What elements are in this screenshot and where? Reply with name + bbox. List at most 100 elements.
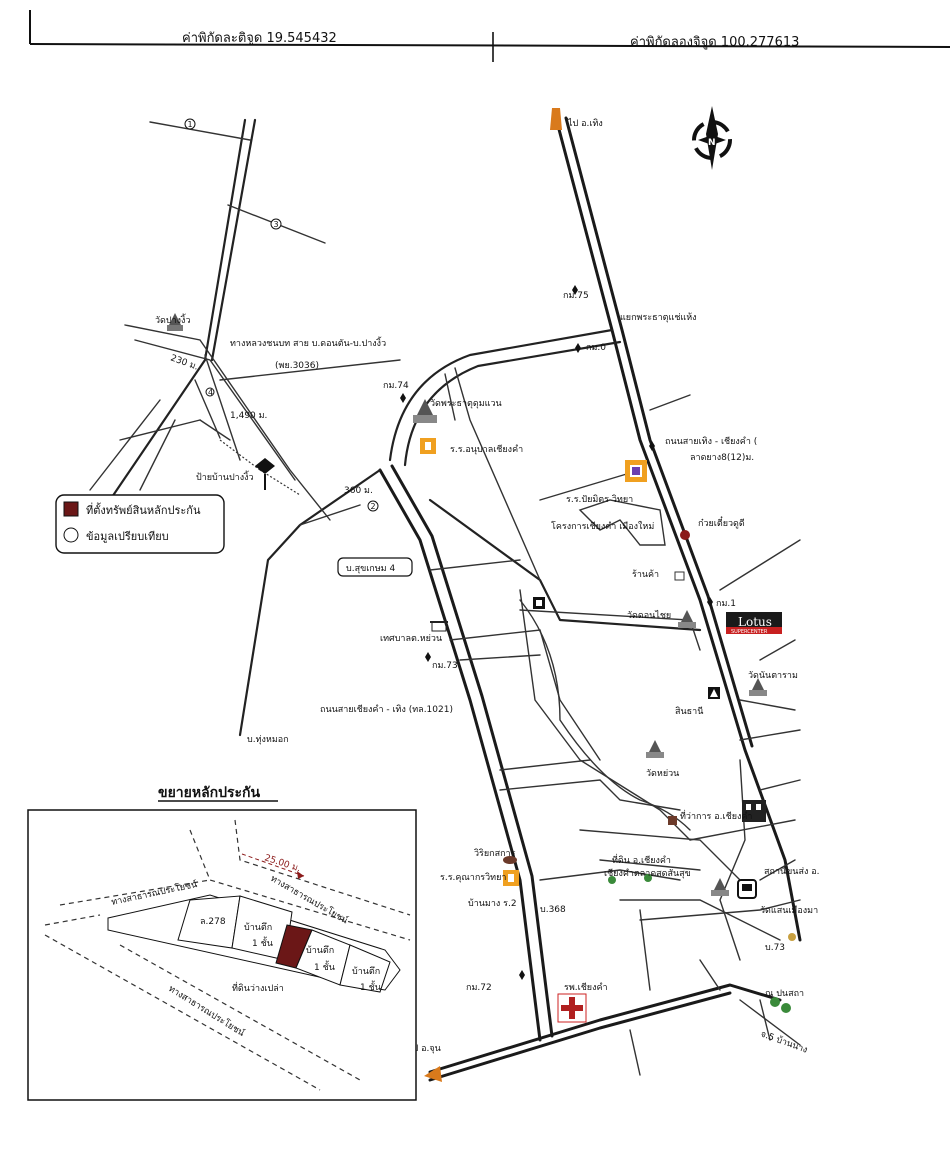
wat-saen-label: วัดแสนเมืองมา (760, 905, 818, 916)
market-label: ที่ดิน อ.เชียงคำ (612, 853, 671, 866)
route-number-3: 3 (270, 218, 282, 230)
temple-icon (167, 313, 183, 331)
km368-label: บ.368 (540, 905, 566, 915)
km72-label: กม.72 (466, 983, 492, 993)
road-network (89, 116, 802, 1082)
to-chun-label: ไป อ.จุน (407, 1043, 441, 1054)
wat-yuan-label: วัดหย่วน (646, 769, 679, 779)
bus-stop-icon (737, 879, 757, 899)
svg-text:3: 3 (274, 220, 279, 229)
km-marker-icon (400, 393, 406, 403)
road-thoeng-label: ถนนสายเทิง - เชียงคำ ( (665, 436, 757, 447)
temple-icon (413, 399, 437, 423)
km-marker-icon (649, 441, 655, 451)
north-letter: N (708, 138, 716, 148)
inset-house-1-line2: 1 ชั้น (252, 936, 273, 949)
school-icon (503, 870, 519, 886)
inset-empty-land: ที่ดินว่างเปล่า (232, 981, 284, 994)
police-icon (503, 856, 517, 864)
school-mittraphap-label: ร.ร.ปัยมิตร วิทยา (566, 494, 633, 505)
svg-text:1: 1 (188, 120, 193, 129)
map-symbols: 1 3 2 4 (167, 108, 796, 1082)
route-number-4: 4 (205, 387, 215, 397)
wat-phrathat-label: วัดพระธาตุดุมแวน (430, 399, 502, 409)
tree-icon (770, 997, 791, 1013)
svg-text:4: 4 (208, 388, 213, 397)
police-label: วิริยกสการ (474, 848, 516, 859)
km-marker-icon (519, 970, 525, 980)
comparable-swatch (63, 527, 79, 543)
rural-road-label: ทางหลวงชนบท สาย บ.ดอนตัน-บ.ปางงิ้ว (230, 336, 386, 349)
landmark-c-icon (533, 597, 545, 609)
wat-pang-ngiw-label: วัดปางงิ้ว (155, 313, 191, 326)
route-number-2: 2 (367, 500, 379, 512)
km-marker-icon (572, 285, 578, 295)
district-office-label: ที่ว่าการ อ.เชียงคำ (680, 809, 752, 822)
km74-label: กม.74 (383, 381, 409, 391)
sukhakasem-label-box: บ.สุขเกษม 4 (337, 557, 413, 577)
market2-label: เชียงคำตลาดสดสันสุข (604, 868, 691, 879)
map-labels: ไป อ.เทิง กม.75 แยกพระธาตุแช่แห้ง กม.0 ก… (155, 118, 819, 1056)
longitude-label: ค่าพิกัดลองจิจูด 100.277613 (630, 35, 799, 50)
inset-plot-278: ล.278 (200, 917, 226, 927)
wat-sri-label: ณ ปนสถา (765, 989, 804, 999)
municipality-label: เทศบาลต.หย่วน (380, 634, 442, 644)
km0-label: กม.0 (586, 343, 606, 353)
tree-icon (608, 874, 652, 884)
collateral-inset: ขยายหลักประกัน 25.00 ม. ทางสาธารณประโยชน… (27, 785, 417, 1101)
svg-text:SUPERCENTER: SUPERCENTER (731, 629, 768, 635)
inset-title: ขยายหลักประกัน (158, 785, 261, 801)
latitude-label: ค่าพิกัดละติจูด 19.545432 (182, 31, 337, 46)
ban-thung-mok-label: บ.ทุ่งหมอก (247, 735, 289, 745)
stadium-label: สถานีขนส่ง อ. (764, 866, 819, 877)
km1-label: กม.1 (716, 599, 736, 609)
legend-collateral-label: ที่ตั้งทรัพย์สินหลักประกัน (86, 502, 201, 517)
school-khunathon-label: ร.ร.คุณากรวิทยา (440, 872, 506, 883)
inset-house-3-line2: 1 ชั้น (360, 980, 381, 993)
ban-73-label: บ.73 (765, 943, 785, 953)
bus-stop-marker-icon (255, 458, 275, 490)
inset-house-1-line1: บ้านตึก (244, 922, 272, 933)
inset-house-2-line1: บ้านตึก (306, 945, 334, 956)
temple-icon (749, 678, 767, 696)
north-arrow-icon: N (692, 106, 732, 170)
km73-label: กม.73 (432, 661, 458, 671)
school-icon (625, 460, 647, 482)
svg-text:บ.สุขเกษม 4: บ.สุขเกษม 4 (346, 564, 395, 574)
government-building-icon (742, 800, 766, 822)
noodle-shop-icon (680, 530, 690, 540)
map-legend: ที่ตั้งทรัพย์สินหลักประกัน ข้อมูลเปรียบเ… (55, 494, 225, 554)
road-1021-label: ถนนสายเชียงคำ - เทิง (ทล.1021) (320, 704, 453, 715)
coordinate-header: ค่าพิกัดละติจูด 19.545432 ค่าพิกัดลองจิจ… (29, 10, 950, 62)
inset-house-3-line1: บ้านตึก (352, 966, 380, 977)
road-thoeng-width-label: ลาดยาง8(12)ม. (690, 453, 754, 463)
tree-icon (788, 933, 796, 941)
rural-road-code-label: (พย.3036) (275, 361, 319, 371)
bus-stop-label: ป้ายบ้านปางงิ้ว (196, 470, 254, 483)
shop-icon (674, 571, 685, 581)
school-anuban-label: ร.ร.อนุบาลเชียงคำ (450, 444, 523, 455)
bank-icon (708, 687, 720, 699)
noodle-shop-label: ก๋วยเตี๋ยวดูดี (698, 516, 745, 529)
inset-house-2-line2: 1 ชั้น (314, 960, 335, 973)
shop-label: ร้านค้า (632, 569, 659, 580)
legend-comparable-label: ข้อมูลเปรียบเทียบ (86, 530, 169, 543)
temple-icon (646, 740, 664, 758)
hospital-label: รพ.เชียงคำ (564, 982, 608, 993)
sinthanee-label: สินธานี (675, 706, 703, 717)
wat-don-chai-label: วัดดอนไชย (627, 610, 671, 621)
junction-label: แยกพระธาตุแช่แห้ง (620, 312, 697, 323)
dist-360-label: 360 ม. (344, 486, 373, 496)
km-marker-icon (707, 597, 713, 607)
km75-label: กม.75 (563, 291, 589, 301)
housing-project-label: โครงการเชียงคำ เมืองใหม่ (551, 521, 654, 532)
lotus-logo: Lotus SUPERCENTER (726, 612, 782, 635)
temple-icon (678, 610, 696, 628)
svg-text:Lotus: Lotus (738, 615, 772, 629)
school-icon (420, 438, 436, 454)
collateral-swatch (63, 501, 79, 517)
svg-text:2: 2 (371, 502, 376, 511)
km-marker-icon (575, 343, 581, 353)
wat-nan-tharam-label: วัดนันตาราม (748, 671, 798, 681)
